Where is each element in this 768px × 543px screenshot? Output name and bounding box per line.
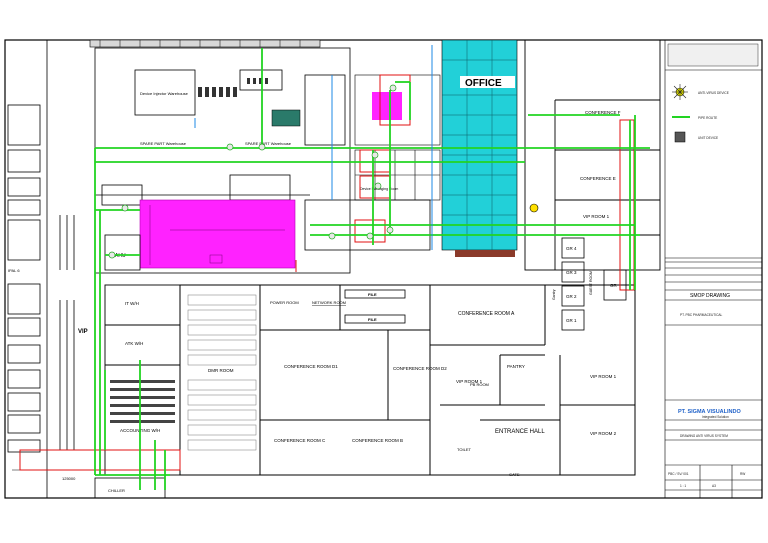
guest-room-label: GUEST ROOM <box>589 271 593 295</box>
office-purple-desk <box>372 92 402 120</box>
drawing-no: PBC / SV/ 001 <box>668 472 689 476</box>
dmr-room-label: DMR ROOM <box>208 368 234 373</box>
office-grid <box>442 40 517 250</box>
gr3-label: GR 3 <box>566 270 577 275</box>
size-value: A3 <box>712 484 716 488</box>
file-2-label: FILE <box>368 317 377 322</box>
dimension-label: 125000 <box>62 476 76 481</box>
power-room-label: POWER ROOM <box>270 300 299 305</box>
project-name: PT. PBC PHARMACEUTICAL <box>680 313 723 317</box>
scale-value: 1 : 1 <box>680 484 686 488</box>
entrance-hall-label: ENTRANCE HALL <box>495 429 545 435</box>
vip-left-label: VIP <box>78 329 88 335</box>
atk-wh-label: ATK W/H <box>125 341 143 346</box>
device-boxes <box>19 74 635 471</box>
accounting-shelves <box>110 380 175 423</box>
company-sub: Integrated Solution <box>702 415 729 419</box>
top-strip <box>89 39 321 48</box>
file-cabinet-1 <box>344 289 406 299</box>
gr2-label: GR 2 <box>566 294 577 299</box>
vip-room-mid-label: VIP ROOM 1 <box>456 379 483 384</box>
file-1-label: FILE <box>368 292 377 297</box>
title-notes-block <box>667 43 759 67</box>
checked-value: RW <box>740 472 745 476</box>
gantry-label: Gantry <box>552 289 556 300</box>
pb-room-label: PB ROOM <box>470 382 489 387</box>
brown-furniture <box>455 250 515 257</box>
toilet-label: TOILET <box>457 447 471 452</box>
gr1-label: GR 1 <box>566 318 577 323</box>
conference-d2-label: CONFERENCE ROOM D2 <box>393 366 447 371</box>
file-cabinet-2 <box>344 314 406 324</box>
magenta-production-zone <box>139 199 296 269</box>
yellow-marker <box>529 203 539 213</box>
conference-c-label: CONFERENCE ROOM C <box>274 438 326 443</box>
device-injector-label: Device Injector Warehouse <box>140 91 189 96</box>
conference-d1-label: CONFERENCE ROOM D1 <box>284 364 338 369</box>
sidebar-label-ipal: IPAL 6 <box>8 268 20 273</box>
magenta-zone-details <box>149 205 285 265</box>
legend-dark-square <box>674 131 686 143</box>
top-strip-ticks <box>99 40 301 47</box>
vip-room-right-label: VIP ROOM 1 <box>583 214 610 219</box>
conference-e-label: CONFERENCE E <box>580 176 616 181</box>
legend-item-1: ANTI-VIRUS DEVICE <box>698 91 729 95</box>
dmr-shelves <box>187 294 257 451</box>
legend-item-3: UNIT DEVICE <box>698 136 718 140</box>
gate-label: GATE <box>509 472 520 477</box>
machine-block <box>271 109 301 127</box>
ahu-label: AHU <box>115 253 126 259</box>
office-label: OFFICE <box>465 78 502 89</box>
shelf-blocks <box>198 78 268 97</box>
left-sidebar-details <box>7 40 75 498</box>
company-name: PT. SIGMA VISUALINDO <box>678 409 741 415</box>
blue-lines <box>194 45 433 250</box>
conference-b-label: CONFERENCE ROOM B <box>352 438 403 443</box>
conference-a-label: CONFERENCE ROOM A <box>458 311 515 317</box>
chiller-label: CHILLER <box>108 488 125 493</box>
pantry-label: PANTRY <box>507 364 525 369</box>
spare-part-1-label: SPARE PART Warehouse <box>140 141 187 146</box>
it-wh-label: IT W/H <box>125 301 139 306</box>
legend-sun-icon <box>672 84 688 100</box>
gr4-label: GR 4 <box>566 246 577 251</box>
network-room-label: NETWORK ROOM <box>312 300 346 305</box>
drawing-type: SMOP DRAWING <box>690 293 730 299</box>
legend-item-2: PIPE ROUTE <box>698 116 717 120</box>
office-title-bg <box>460 76 515 88</box>
conference-f-label: CONFERENCE F <box>585 110 621 115</box>
spare-part-2-label: SPARE PART Warehouse <box>245 141 292 146</box>
cubicle-block <box>354 74 441 201</box>
fixture-icons <box>108 84 397 259</box>
vip-room-low-label: VIP ROOM 1 <box>590 374 617 379</box>
title-block-frame <box>664 39 763 499</box>
vip-room-2-label: VIP ROOM 2 <box>590 431 617 436</box>
office-zone <box>441 39 518 251</box>
drawing-title: DRAWING ANTI VIRUS SYSTEM <box>680 434 728 438</box>
